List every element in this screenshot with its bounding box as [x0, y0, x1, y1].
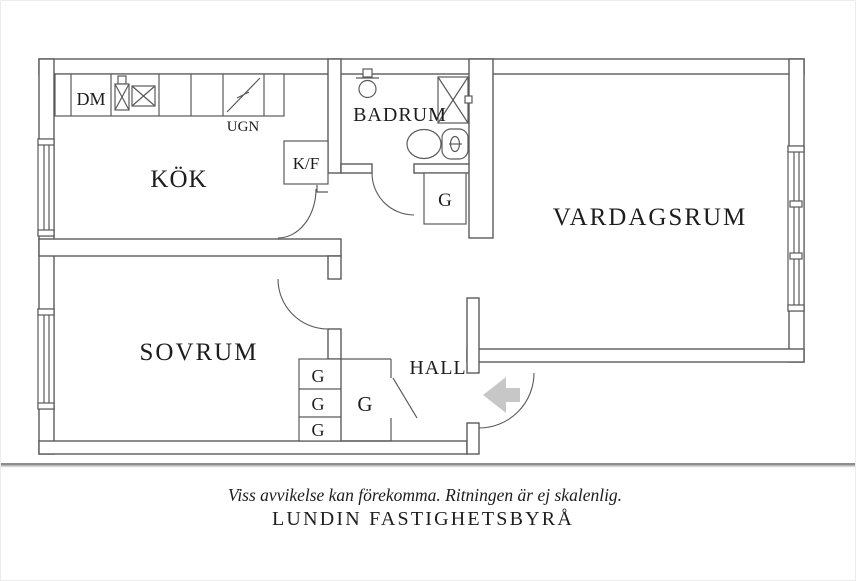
shower-icon	[437, 76, 473, 124]
exterior-wall-bottom-right	[466, 348, 805, 363]
plan-footer-divider	[1, 463, 855, 468]
stove-hob-icon	[226, 77, 261, 113]
label-closet-hall: G	[357, 392, 372, 416]
toilet-icon	[406, 128, 469, 160]
label-wardrobe-3: G	[312, 420, 325, 440]
kitchen-sink-icon	[131, 85, 156, 107]
door-arc-entrance	[478, 372, 535, 429]
label-dishwasher: DM	[76, 89, 105, 109]
kitchen-counter	[54, 73, 285, 117]
label-room-bedroom: SOVRUM	[140, 339, 259, 366]
wall-kitchen-bedroom	[38, 238, 342, 257]
door-jamb-kitchen	[316, 185, 328, 193]
bathroom-sink-icon	[356, 68, 379, 99]
label-wardrobe-1: G	[312, 366, 325, 386]
label-room-hall: HALL	[409, 357, 466, 379]
entrance-arrow-icon	[483, 377, 520, 413]
wall-hall-entry-stub	[466, 422, 480, 455]
label-closet-badrum: G	[438, 190, 452, 211]
door-arc-bathroom	[371, 172, 415, 216]
kitchen-faucet-icon	[114, 75, 130, 111]
wall-hall-livingroom	[466, 297, 480, 374]
wall-bedroom-door-lower	[327, 328, 342, 360]
label-wardrobe-2: G	[312, 394, 325, 414]
doors	[277, 172, 535, 429]
exterior-wall-top	[38, 58, 805, 75]
hall-closet	[340, 358, 418, 442]
label-room-bathroom: BADRUM	[353, 104, 447, 126]
footer-disclaimer: Viss avvikelse kan förekomma. Ritningen …	[228, 485, 622, 505]
label-room-kitchen: KÖK	[150, 166, 207, 193]
wall-bathroom-bottom-left	[340, 163, 373, 174]
wall-bathroom-livingroom	[468, 58, 494, 239]
window-bedroom	[37, 308, 55, 410]
window-kitchen	[37, 138, 55, 237]
exterior-wall-bottom-left	[38, 440, 468, 455]
footer-brand: LUNDIN FASTIGHETSBYRÅ	[272, 508, 574, 530]
wall-kitchen-bathroom	[327, 58, 342, 174]
label-fridge-freezer: K/F	[293, 154, 319, 173]
wall-bedroom-door-upper	[327, 255, 342, 280]
closet-badrum-box	[423, 172, 467, 225]
door-arc-kitchen	[277, 188, 317, 239]
door-arc-bedroom	[277, 278, 329, 330]
closet-door-leaf	[392, 377, 418, 419]
fridge-freezer-box	[283, 140, 329, 185]
window-livingroom	[787, 145, 805, 312]
label-oven: UGN	[227, 119, 260, 135]
label-room-livingroom: VARDAGSRUM	[553, 204, 748, 231]
